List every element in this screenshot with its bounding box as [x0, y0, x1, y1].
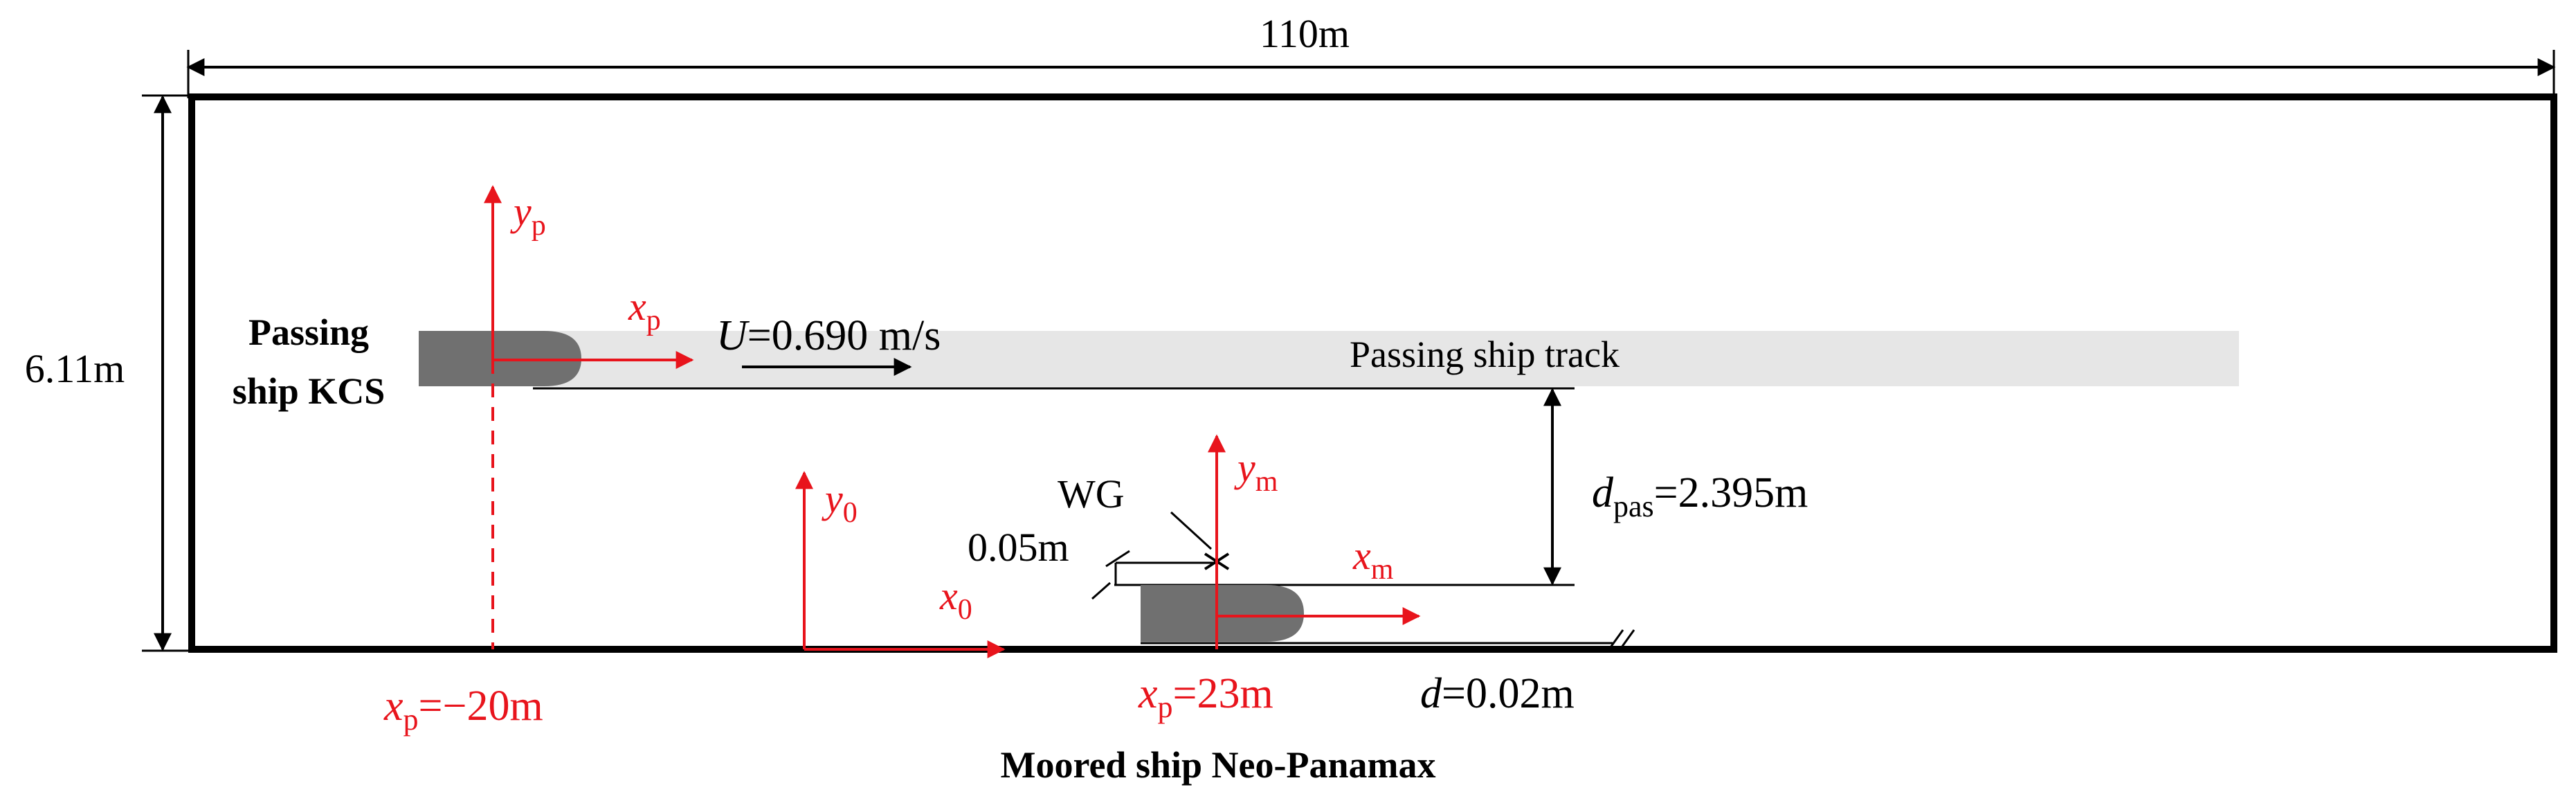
wave-gauge-offset-label: 0.05m [968, 525, 1069, 570]
offset-break-mark-2 [1091, 581, 1111, 600]
global-x-label: x0 [939, 573, 972, 626]
moored-ship-hull [1141, 585, 1304, 642]
moored-ship-position-label: xp=23m [1138, 670, 1273, 724]
separation-label: dpas=2.395m [1592, 469, 1808, 523]
passing-ship-name-line1: Passing [248, 312, 369, 353]
speed-label: U=0.690 m/s [716, 312, 941, 359]
offset-break-mark-1 [1105, 550, 1130, 568]
passing-ship-name-line2: ship KCS [233, 370, 386, 412]
track-label: Passing ship track [1350, 334, 1620, 375]
passing-ship-start-label: xp=−20m [383, 683, 543, 737]
gap-label: d=0.02m [1420, 670, 1575, 717]
wave-gauge-leader [1170, 511, 1213, 550]
passing-ship-x-label: xp [628, 284, 661, 336]
global-y-label: y0 [822, 476, 858, 529]
wave-gauge-label: WG [1058, 471, 1125, 516]
moored-ship-name: Moored ship Neo-Panamax [1001, 744, 1436, 786]
length-label: 110m [1260, 11, 1350, 56]
basin-outline [188, 93, 2557, 653]
width-label: 6.11m [25, 346, 125, 391]
moored-ship-y-label: ym [1234, 445, 1278, 498]
gap-break-mark-2 [1617, 629, 1635, 653]
moored-ship-x-label: xm [1352, 533, 1394, 586]
passing-ship-track [533, 331, 2239, 386]
passing-ship-y-label: yp [510, 189, 546, 242]
gap-break-mark-1 [1606, 629, 1624, 653]
